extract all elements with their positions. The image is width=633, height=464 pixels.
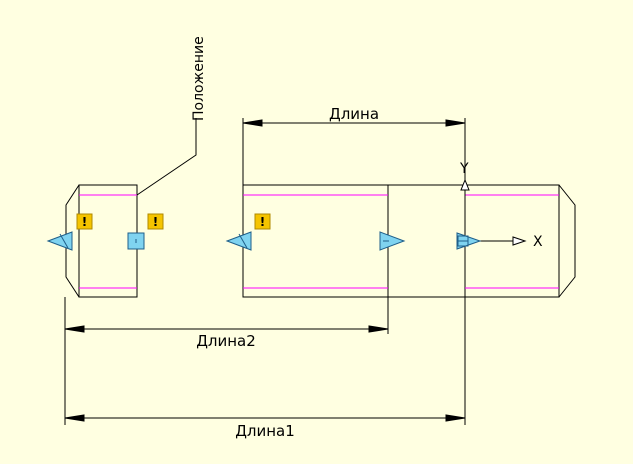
position-label[interactable]: Положение — [191, 36, 207, 121]
axis-x-label: X — [533, 234, 543, 250]
short-part — [65, 184, 138, 298]
svg-text:!: ! — [153, 215, 158, 229]
ucs-axis-icon — [460, 178, 527, 246]
dimension-length2 — [64, 297, 389, 425]
svg-text:!: ! — [260, 215, 265, 229]
stretch-grip-right[interactable] — [379, 231, 406, 251]
axis-y-label: Y — [459, 161, 469, 177]
dimension-length — [242, 118, 466, 185]
dim-arrow — [242, 119, 263, 127]
warning-icon[interactable]: ! — [147, 213, 164, 230]
dimension-length-label[interactable]: Длина — [329, 105, 379, 123]
position-leader — [136, 118, 197, 196]
long-part-centerlines — [243, 194, 559, 289]
dimension-length2-label[interactable]: Длина2 — [196, 332, 256, 350]
warning-icon[interactable]: ! — [76, 213, 93, 230]
dim-arrow — [64, 325, 85, 333]
position-grip-square[interactable] — [127, 232, 145, 250]
long-part-chamfer — [558, 184, 576, 298]
dim-arrow — [64, 414, 85, 422]
dim-arrow — [445, 414, 466, 422]
dimension-length1 — [64, 297, 466, 425]
svg-text:!: ! — [82, 215, 87, 229]
dim-arrow — [445, 119, 466, 127]
stretch-grip-left-short[interactable] — [46, 231, 73, 251]
stretch-grip-left-long[interactable] — [225, 231, 252, 251]
dim-arrow — [368, 325, 389, 333]
short-part-centerlines — [79, 194, 137, 289]
dimension-length1-label[interactable]: Длина1 — [235, 422, 295, 440]
base-point-grip[interactable] — [456, 232, 482, 250]
warning-icon[interactable]: ! — [254, 213, 271, 230]
